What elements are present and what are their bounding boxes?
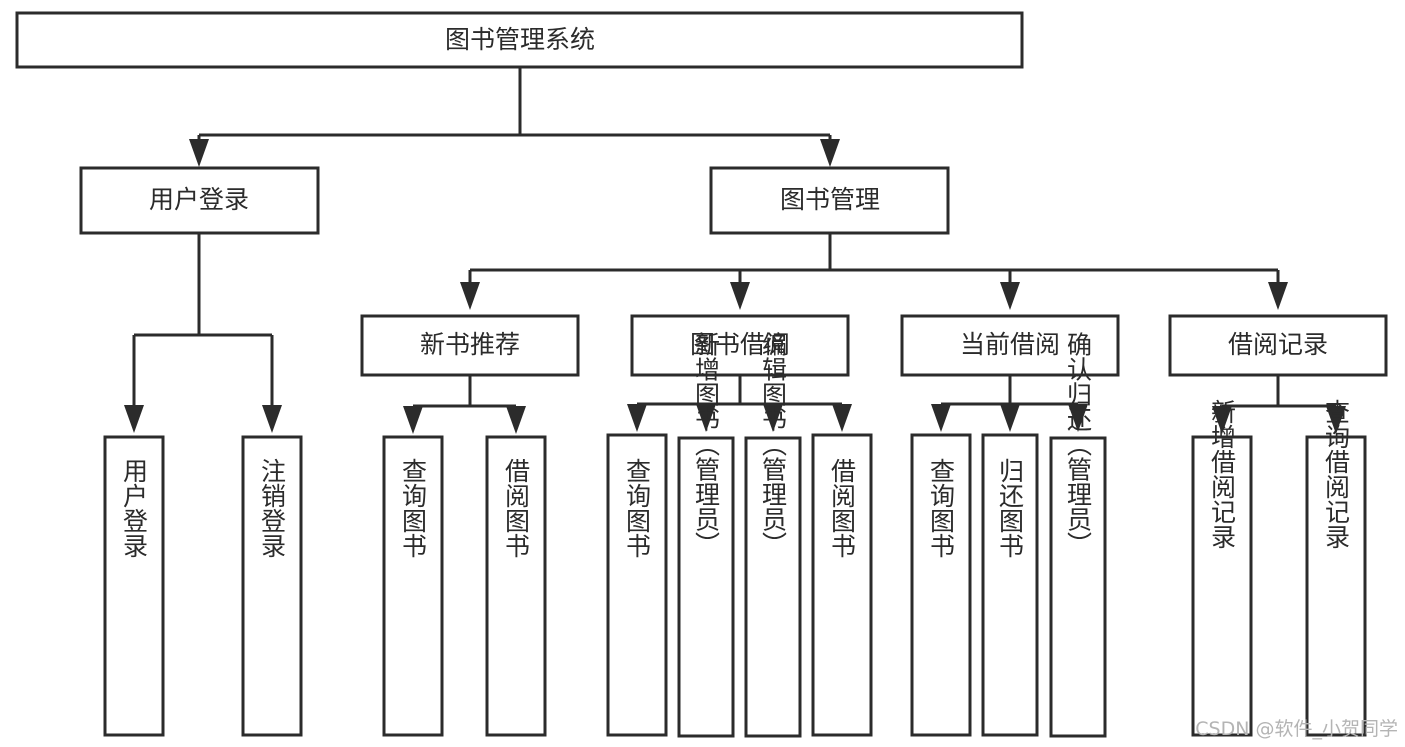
node-root[interactable]: 图书管理系统 bbox=[15, 11, 1024, 69]
node-leaf-borrow-book-2-label: 借阅图书 bbox=[828, 458, 857, 558]
node-leaf-query-book-1[interactable]: 查询图书 bbox=[382, 435, 444, 737]
node-leaf-return-book-box[interactable] bbox=[981, 433, 1039, 737]
node-leaf-add-book-box[interactable] bbox=[677, 436, 735, 738]
node-borrow-record-label: 借阅记录 bbox=[1228, 330, 1328, 359]
node-book-borrow-label: 图书借阅 bbox=[690, 330, 790, 359]
node-leaf-borrow-book-2[interactable]: 借阅图书 bbox=[811, 433, 873, 737]
node-leaf-add-book-label: 新增图书（管理员） bbox=[692, 332, 721, 557]
node-leaf-user-login-box[interactable] bbox=[103, 435, 165, 737]
node-leaf-query-book-2-label: 查询图书 bbox=[623, 458, 652, 558]
arrow-to-leaf-borrow-book-1-icon bbox=[506, 406, 526, 434]
arrow-to-leaf-user-login-icon bbox=[124, 405, 144, 433]
node-root-label: 图书管理系统 bbox=[445, 25, 595, 54]
node-new-book-recommend-label: 新书推荐 bbox=[420, 330, 520, 359]
node-leaf-borrow-book-1[interactable]: 借阅图书 bbox=[485, 435, 547, 737]
node-leaf-query-book-1-box[interactable] bbox=[382, 435, 444, 737]
connector-layer bbox=[124, 67, 1346, 434]
node-borrow-record-box[interactable] bbox=[1168, 314, 1388, 377]
arrow-to-leaf-query-book-1-icon bbox=[403, 406, 423, 434]
arrow-to-leaf-borrow-book-2-icon bbox=[832, 404, 852, 432]
node-current-borrow[interactable]: 当前借阅 bbox=[900, 314, 1120, 377]
node-book-borrow[interactable]: 图书借阅 bbox=[630, 314, 850, 377]
node-user-login-label: 用户登录 bbox=[149, 185, 249, 214]
node-leaf-query-record[interactable]: 查询借阅记录 bbox=[1305, 399, 1367, 737]
arrow-to-leaf-logout-icon bbox=[262, 405, 282, 433]
node-current-borrow-box[interactable] bbox=[900, 314, 1120, 377]
node-current-borrow-label: 当前借阅 bbox=[960, 330, 1060, 359]
arrow-to-current-borrow-icon bbox=[1000, 282, 1020, 310]
node-leaf-confirm-return-label: 确认归还（管理员） bbox=[1064, 332, 1093, 557]
node-leaf-add-book[interactable]: 新增图书（管理员） bbox=[677, 332, 735, 738]
arrow-to-leaf-return-book-icon bbox=[1000, 404, 1020, 432]
node-leaf-query-record-box[interactable] bbox=[1305, 435, 1367, 737]
csdn-watermark: CSDN @软件_小贺同学 bbox=[1195, 718, 1398, 740]
node-leaf-logout-label: 注销登录 bbox=[258, 458, 287, 558]
arrow-to-new-book-recommend-icon bbox=[460, 282, 480, 310]
node-user-login-box[interactable] bbox=[79, 166, 320, 235]
node-book-management-label: 图书管理 bbox=[780, 185, 880, 214]
node-leaf-user-login[interactable]: 用户登录 bbox=[103, 435, 165, 737]
node-leaf-add-record-label: 新增借阅记录 bbox=[1208, 399, 1237, 549]
node-book-management-box[interactable] bbox=[709, 166, 950, 235]
node-leaf-query-book-3-box[interactable] bbox=[910, 433, 972, 737]
node-leaf-query-book-2-box[interactable] bbox=[606, 433, 668, 737]
node-leaf-borrow-book-2-box[interactable] bbox=[811, 433, 873, 737]
node-book-borrow-box[interactable] bbox=[630, 314, 850, 377]
node-book-management[interactable]: 图书管理 bbox=[709, 166, 950, 235]
node-leaf-add-record[interactable]: 新增借阅记录 bbox=[1191, 399, 1253, 737]
node-leaf-add-record-box[interactable] bbox=[1191, 435, 1253, 737]
node-leaf-query-book-1-label: 查询图书 bbox=[399, 458, 428, 558]
node-leaf-user-login-label: 用户登录 bbox=[120, 458, 149, 558]
node-new-book-recommend-box[interactable] bbox=[360, 314, 580, 377]
arrow-to-book-management-icon bbox=[820, 139, 840, 167]
node-leaf-confirm-return-box[interactable] bbox=[1049, 436, 1107, 738]
arrow-to-book-borrow-icon bbox=[730, 282, 750, 310]
node-leaf-logout[interactable]: 注销登录 bbox=[241, 435, 303, 737]
arrow-to-leaf-query-book-2-icon bbox=[627, 404, 647, 432]
node-root-box[interactable] bbox=[15, 11, 1024, 69]
node-leaf-query-record-label: 查询借阅记录 bbox=[1322, 399, 1351, 549]
node-leaf-edit-book[interactable]: 编辑图书（管理员） bbox=[744, 332, 802, 738]
arrow-to-borrow-record-icon bbox=[1268, 282, 1288, 310]
node-borrow-record[interactable]: 借阅记录 bbox=[1168, 314, 1388, 377]
node-leaf-edit-book-box[interactable] bbox=[744, 436, 802, 738]
node-leaf-borrow-book-1-label: 借阅图书 bbox=[502, 458, 531, 558]
node-leaf-return-book-label: 归还图书 bbox=[996, 458, 1025, 558]
node-leaf-query-book-2[interactable]: 查询图书 bbox=[606, 433, 668, 737]
node-leaf-edit-book-label: 编辑图书（管理员） bbox=[759, 332, 788, 557]
arrow-to-leaf-query-book-3-icon bbox=[931, 404, 951, 432]
node-new-book-recommend[interactable]: 新书推荐 bbox=[360, 314, 580, 377]
arrow-to-user-login-icon bbox=[189, 139, 209, 167]
node-leaf-query-book-3-label: 查询图书 bbox=[927, 458, 956, 558]
node-leaf-borrow-book-1-box[interactable] bbox=[485, 435, 547, 737]
node-leaf-return-book[interactable]: 归还图书 bbox=[981, 433, 1039, 737]
node-leaf-confirm-return[interactable]: 确认归还（管理员） bbox=[1049, 332, 1107, 738]
node-user-login[interactable]: 用户登录 bbox=[79, 166, 320, 235]
node-leaf-query-book-3[interactable]: 查询图书 bbox=[910, 433, 972, 737]
node-leaf-logout-box[interactable] bbox=[241, 435, 303, 737]
